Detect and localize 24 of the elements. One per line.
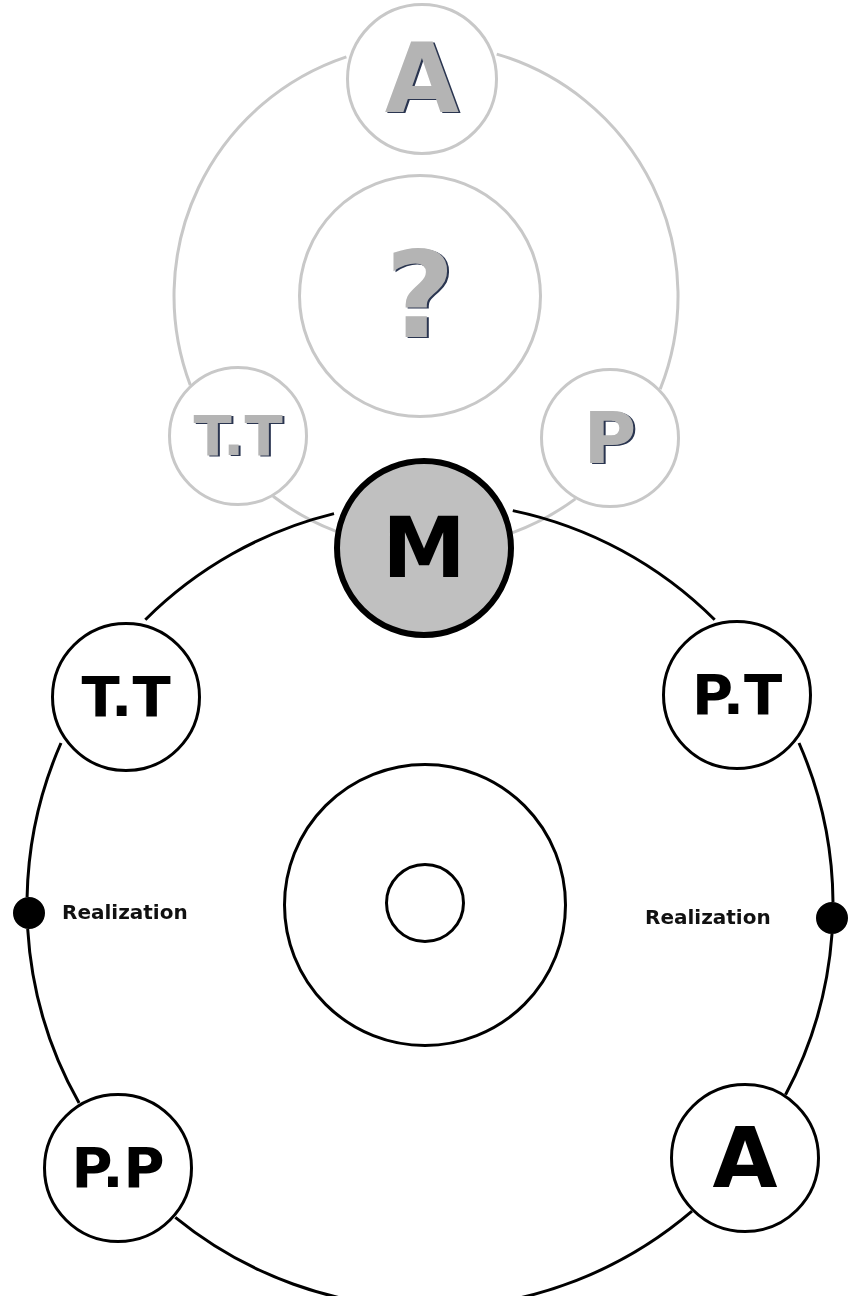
node-label: ? [385, 236, 455, 356]
realization-label: Realization [62, 900, 188, 924]
ring-arc [174, 1210, 693, 1296]
node-label: A [712, 1116, 778, 1200]
ring-arc [496, 52, 680, 390]
ring-arc [26, 928, 81, 1104]
node-label: P.P [71, 1140, 165, 1196]
node-label: P [583, 402, 637, 474]
dot [816, 902, 848, 934]
node-label: T.T [81, 669, 171, 725]
node-label: T.T [193, 408, 283, 464]
ring-arc [144, 512, 335, 621]
ring-arc [25, 742, 63, 898]
ring-arc [512, 497, 577, 534]
node-label: A [384, 31, 460, 127]
ring-arc [272, 495, 337, 533]
ring-arc [797, 742, 835, 903]
realization-label: Realization [645, 905, 771, 929]
ring-arc [784, 933, 834, 1096]
node-label: M [382, 506, 466, 590]
ring-arc [172, 55, 347, 386]
dot [13, 897, 45, 929]
node-label: P.T [691, 667, 783, 723]
ring-arc [512, 509, 716, 621]
